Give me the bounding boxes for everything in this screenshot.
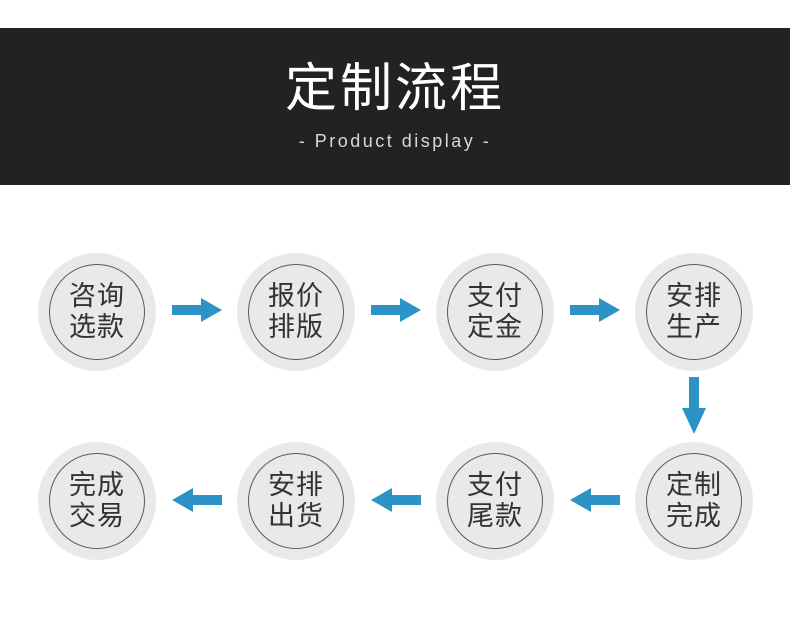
step-label-line: 支付 (467, 281, 523, 311)
arrow-left-icon (570, 488, 620, 512)
arrow-left-shape (172, 488, 222, 512)
step-ring (49, 453, 145, 549)
step-ring (646, 264, 742, 360)
step-label: 支付 定金 (436, 253, 554, 371)
step-ring (248, 453, 344, 549)
step-label-line: 报价 (268, 281, 324, 311)
flow-step-pay-deposit: 支付 定金 (436, 253, 554, 371)
step-ring (646, 453, 742, 549)
arrow-right-icon (570, 298, 620, 322)
step-label: 支付 尾款 (436, 442, 554, 560)
step-label-line: 生产 (666, 312, 722, 342)
arrow-left-shape (371, 488, 421, 512)
step-label: 定制 完成 (635, 442, 753, 560)
step-label-line: 出货 (268, 501, 324, 531)
arrow-right-shape (371, 298, 421, 322)
step-label-line: 安排 (268, 470, 324, 500)
step-label-line: 安排 (666, 281, 722, 311)
step-label-line: 定制 (666, 470, 722, 500)
step-label: 咨询 选款 (38, 253, 156, 371)
step-label-line: 咨询 (69, 281, 125, 311)
page-subtitle: - Product display - (298, 131, 492, 152)
arrow-down-shape (682, 377, 706, 434)
step-label-line: 完成 (69, 470, 125, 500)
step-label: 安排 出货 (237, 442, 355, 560)
step-ring (447, 264, 543, 360)
arrow-right-icon (172, 298, 222, 322)
arrow-left-shape (570, 488, 620, 512)
flow-step-quote-typeset: 报价 排版 (237, 253, 355, 371)
flow-step-complete-transaction: 完成 交易 (38, 442, 156, 560)
step-label-line: 排版 (268, 312, 324, 342)
step-label-line: 完成 (666, 501, 722, 531)
step-label-line: 定金 (467, 312, 523, 342)
step-label-line: 尾款 (467, 501, 523, 531)
arrow-left-icon (371, 488, 421, 512)
arrow-down-icon (682, 377, 706, 434)
flow-step-customization-complete: 定制 完成 (635, 442, 753, 560)
header-banner: 定制流程 - Product display - (0, 28, 790, 185)
step-ring (248, 264, 344, 360)
flow-step-pay-balance: 支付 尾款 (436, 442, 554, 560)
arrow-right-shape (172, 298, 222, 322)
page-title: 定制流程 (284, 59, 505, 118)
flow-step-consult-select: 咨询 选款 (38, 253, 156, 371)
arrow-right-shape (570, 298, 620, 322)
step-label-line: 交易 (69, 501, 125, 531)
step-label: 安排 生产 (635, 253, 753, 371)
step-ring (49, 264, 145, 360)
arrow-right-icon (371, 298, 421, 322)
step-label-line: 选款 (69, 312, 125, 342)
step-label-line: 支付 (467, 470, 523, 500)
flow-step-arrange-shipment: 安排 出货 (237, 442, 355, 560)
step-ring (447, 453, 543, 549)
step-label: 完成 交易 (38, 442, 156, 560)
flow-step-arrange-production: 安排 生产 (635, 253, 753, 371)
arrow-left-icon (172, 488, 222, 512)
step-label: 报价 排版 (237, 253, 355, 371)
